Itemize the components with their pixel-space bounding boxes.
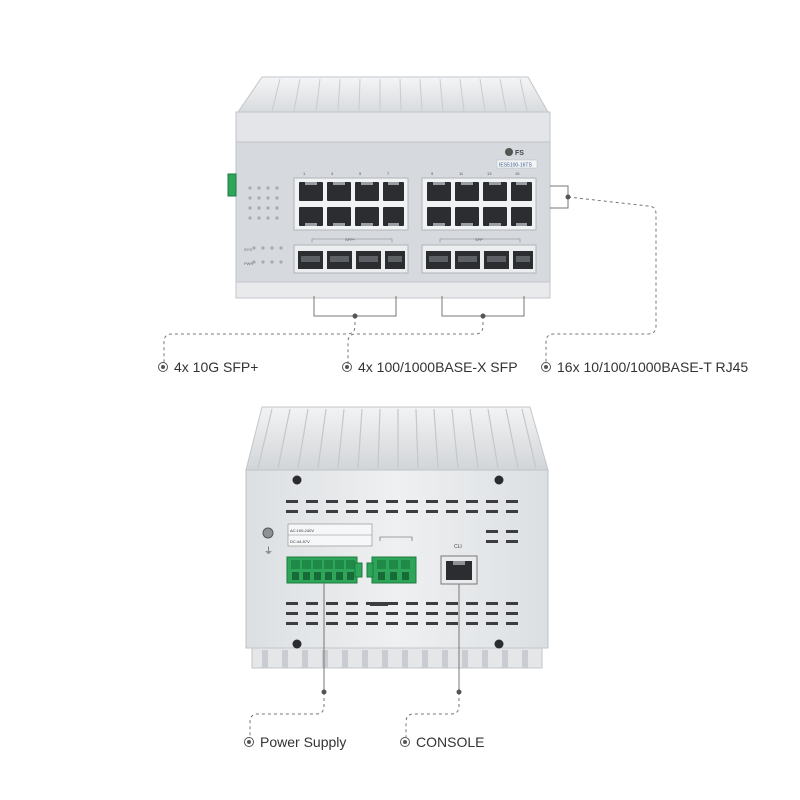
anchor-dot-sfp [480,313,486,319]
port-label-13: 13 [487,171,492,176]
led-label-pwr: PWR [244,261,253,266]
relay-terminal-block [366,556,417,584]
rj45-block-left [293,177,409,231]
model-name: IES5100-16TS [499,163,532,169]
sfp-plus-ports [293,238,409,274]
rear-heatsink-top [245,406,549,471]
screw-icon [494,475,504,485]
led-matrix [248,186,283,264]
chassis-bottom [235,281,551,299]
chassis-top [235,111,551,143]
callout-power: Power Supply [244,734,346,750]
callout-rj45-text: 16x 10/100/1000BASE-T RJ45 [557,359,749,375]
top-heatsink [237,76,549,113]
bullet-icon [244,737,254,747]
fs-logo-icon [505,148,513,156]
console-port-label: CLI [454,544,462,550]
console-port [440,555,478,585]
anchor-dot-rj45 [565,194,571,200]
bullet-icon [541,362,551,372]
ground-screw-icon [262,527,274,539]
power-label-dc: DC:44-57V [290,539,310,544]
bullet-icon [342,362,352,372]
callout-console-text: CONSOLE [416,734,485,750]
callout-sfp: 4x 100/1000BASE-X SFP [342,359,518,375]
screw-icon [292,639,302,649]
port-label-7: 7 [387,171,390,176]
anchor-dot-console [456,689,462,695]
callout-sfp-plus-text: 4x 10G SFP+ [174,359,259,375]
callout-rj45: 16x 10/100/1000BASE-T RJ45 [541,359,748,375]
anchor-dot-sfp-plus [352,313,358,319]
sfp-ports [421,238,537,274]
model-badge [496,159,538,169]
power-terminal-block [286,556,363,584]
anchor-dot-power [321,689,327,695]
power-label-ac: AC:100-240V [290,528,314,533]
rj45-block-right [421,177,537,231]
screw-icon [494,639,504,649]
port-label-5: 5 [359,171,362,176]
sfp-group-label: SFP [475,237,483,242]
vent-slots-top [286,500,518,543]
sfp-plus-group-label: SFP+ [345,237,356,242]
rear-leader-lines [249,583,460,737]
screw-icon [292,475,302,485]
side-terminal [227,173,237,197]
brand-logo-text: FS [515,150,524,157]
rear-heatsink-bottom [251,647,543,669]
port-label-9: 9 [431,171,434,176]
port-label-3: 3 [331,171,334,176]
callout-sfp-text: 4x 100/1000BASE-X SFP [358,359,518,375]
ground-symbol-icon: ⏚ [264,546,273,557]
led-label-sys: SYS [244,247,252,252]
bullet-icon [158,362,168,372]
port-label-15: 15 [515,171,520,176]
port-label-1: 1 [303,171,306,176]
callout-sfp-plus: 4x 10G SFP+ [158,359,258,375]
bullet-icon [400,737,410,747]
rear-view: ⏚ AC:100-240V DC:44-57V [245,406,549,669]
front-view: SYS PWR FS IES5100-16TS [227,76,551,299]
callout-power-text: Power Supply [260,734,347,750]
callout-console: CONSOLE [400,734,484,750]
port-label-11: 11 [459,171,464,176]
